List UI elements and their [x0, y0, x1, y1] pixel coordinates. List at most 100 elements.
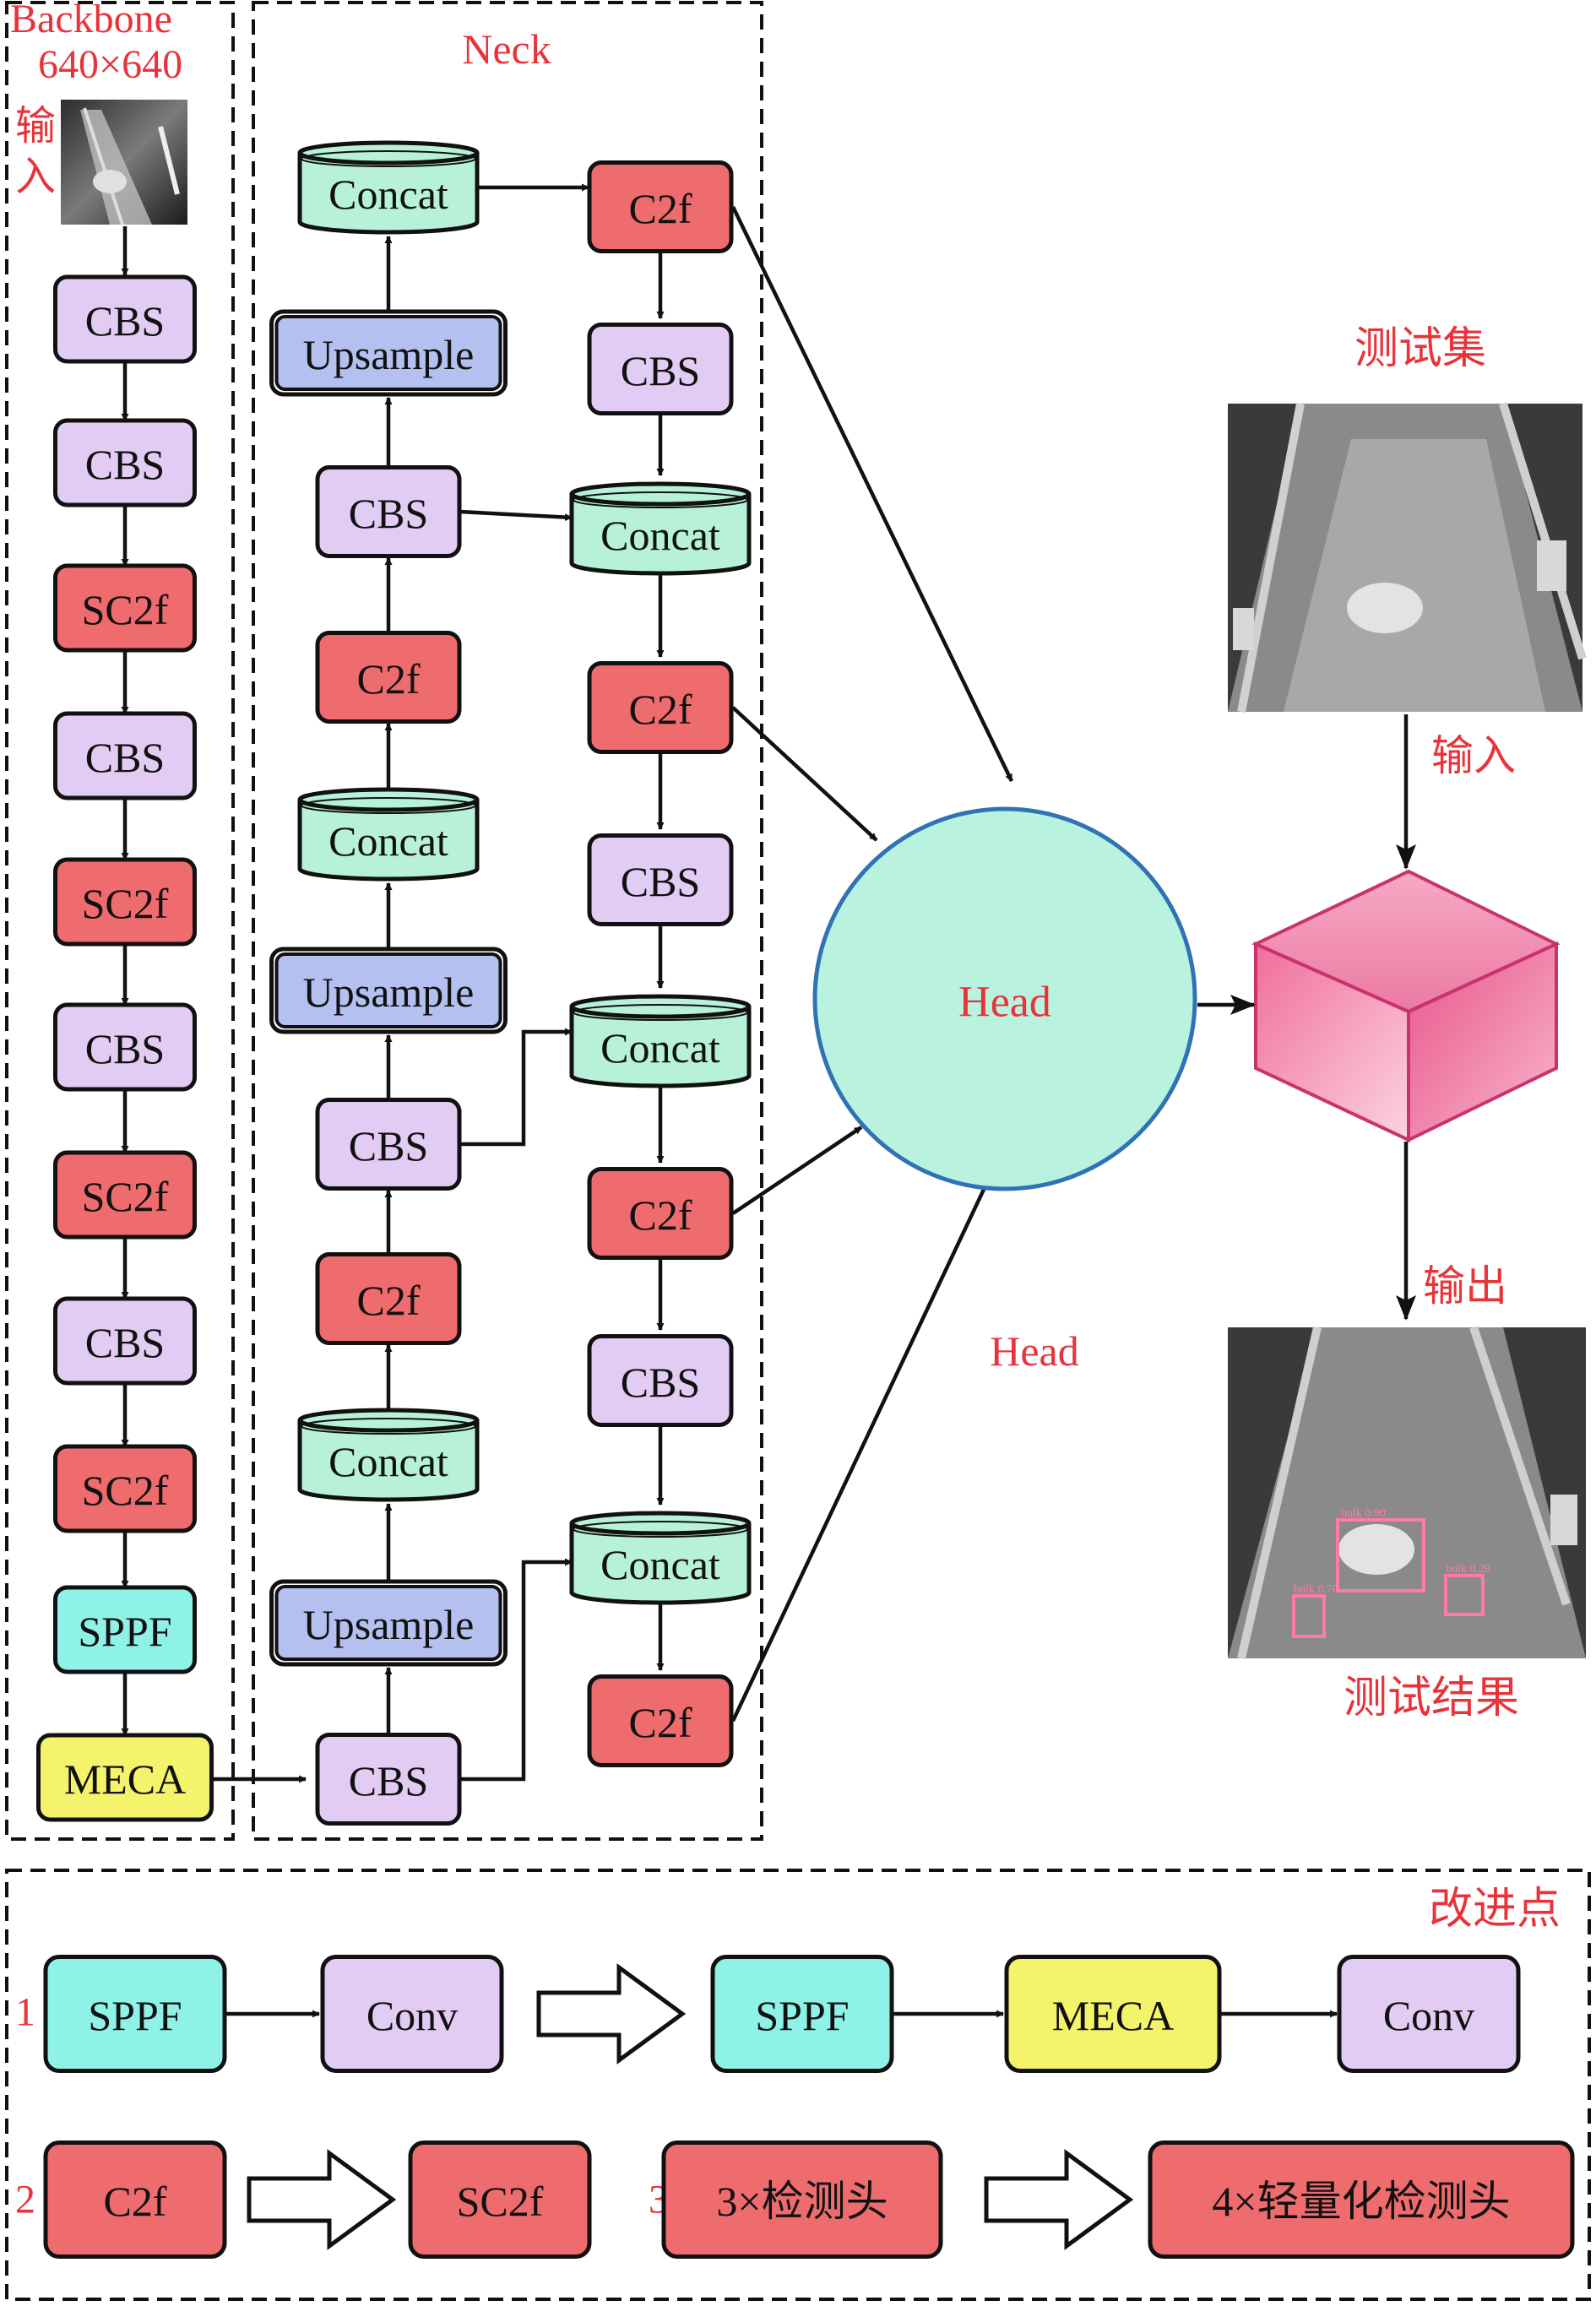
neck-col2-c2f: C2f: [587, 661, 734, 754]
node-label: MECA: [64, 1755, 186, 1803]
backbone-node-sc2f: SC2f: [53, 1444, 197, 1533]
neck-col2-cbs: CBS: [587, 1334, 734, 1427]
neck-col1-c2f: C2f: [315, 631, 462, 724]
test-result-label: 测试结果: [1344, 1674, 1519, 1723]
neck-col1-concat: Concat: [297, 787, 480, 882]
neck-col2-concat: Concat: [569, 481, 752, 576]
node-label: MECA: [1052, 1992, 1174, 2039]
node-label: C2f: [104, 2178, 167, 2225]
node-label: SC2f: [82, 586, 169, 633]
improvement-sppf-before: SPPF: [43, 1955, 227, 2073]
backbone-node-cbs: CBS: [53, 711, 197, 800]
input-label-2: 入: [15, 155, 56, 199]
backbone-node-meca: MECA: [36, 1733, 214, 1822]
to-head-arrow: [731, 706, 878, 842]
det-label-3: bulk 0.70: [1294, 1583, 1338, 1596]
input-thumbnail: [61, 100, 187, 225]
neck-col1-concat: Concat: [297, 1408, 480, 1502]
node-label: SC2f: [82, 1173, 169, 1220]
test-result-image: bulk 0.90 bulk 0.28 bulk 0.70: [1228, 1326, 1586, 1660]
improvement-conv-before: Conv: [320, 1955, 504, 2073]
neck-col1-cbs: CBS: [315, 1098, 462, 1191]
input-label-1: 输: [15, 104, 56, 149]
neck-col1-cbs: CBS: [315, 465, 462, 558]
det-label-2: bulk 0.28: [1446, 1563, 1490, 1576]
node-label: CBS: [621, 1359, 701, 1406]
backbone-node-sppf: SPPF: [53, 1585, 197, 1674]
node-label: Upsample: [303, 1601, 475, 1648]
node-label: CBS: [85, 1319, 166, 1366]
improvement-num-2: 2: [15, 2178, 35, 2222]
node-label: Concat: [600, 1024, 720, 1072]
neck-col2-concat: Concat: [569, 994, 752, 1088]
node-label: Upsample: [303, 969, 475, 1016]
input-size: 640×640: [38, 42, 182, 87]
node-label: SPPF: [88, 1992, 182, 2039]
backbone-node-cbs: CBS: [53, 1002, 197, 1092]
edges-layer: [121, 183, 1014, 1783]
head-circle-label: Head: [958, 979, 1051, 1027]
node-label: Conv: [1383, 1992, 1474, 2039]
transform-arrow-1: [536, 1963, 687, 2065]
node-label: Upsample: [303, 331, 475, 378]
neck-col2-cbs: CBS: [587, 323, 734, 415]
neck-col1-upsample: Upsample: [269, 309, 508, 397]
improvement-sc2f-after: SC2f: [408, 2141, 592, 2259]
head-circle: Head: [812, 806, 1197, 1191]
backbone-node-sc2f: SC2f: [53, 1150, 197, 1240]
improvement-conv-after: Conv: [1337, 1955, 1521, 2073]
neck-col1-c2f: C2f: [315, 1252, 462, 1345]
improvement-c2f-before: C2f: [43, 2141, 227, 2259]
neck-col1-cbs: CBS: [315, 1733, 462, 1826]
right-input-label: 输入: [1431, 732, 1516, 779]
neck-col2-cbs: CBS: [587, 833, 734, 926]
node-label: 4×轻量化检测头: [1212, 2178, 1510, 2225]
node-label: SC2f: [457, 2178, 544, 2225]
neck-frame: [252, 1, 763, 1841]
cbs-to-concat-arrow: [460, 1028, 573, 1147]
backbone-node-cbs: CBS: [53, 418, 197, 507]
node-label: Concat: [600, 512, 720, 559]
node-label: C2f: [629, 1191, 692, 1239]
node-label: C2f: [629, 1699, 692, 1746]
head-side-label: Head: [990, 1327, 1079, 1375]
backbone-node-sc2f: SC2f: [53, 563, 197, 653]
node-label: Concat: [328, 1438, 448, 1485]
node-label: SC2f: [82, 880, 169, 927]
node-label: CBS: [349, 1757, 429, 1804]
improvements-title: 改进点: [1429, 1885, 1561, 1934]
backbone-node-sc2f: SC2f: [53, 857, 197, 947]
det-label-1: bulk 0.90: [1341, 1507, 1386, 1520]
node-label: SC2f: [82, 1467, 169, 1514]
neck-nodes: ConcatUpsampleCBSC2fConcatUpsampleCBSC2f…: [269, 140, 752, 1826]
transform-arrow-2: [247, 2149, 397, 2250]
node-label: CBS: [621, 347, 701, 394]
node-label: C2f: [629, 185, 692, 232]
test-set-label: 测试集: [1354, 325, 1486, 373]
node-label: C2f: [629, 686, 692, 733]
neck-col2-c2f: C2f: [587, 160, 734, 253]
neck-col1-upsample: Upsample: [269, 947, 508, 1034]
backbone-node-cbs: CBS: [53, 274, 197, 364]
backbone-title: Backbone: [10, 0, 172, 41]
node-label: C2f: [357, 1277, 421, 1324]
backbone-frame: [5, 1, 235, 1841]
improvement-heads-after: 4×轻量化检测头: [1148, 2141, 1575, 2259]
node-label: Conv: [366, 1992, 458, 2039]
backbone-node-cbs: CBS: [53, 1296, 197, 1386]
node-label: SPPF: [755, 1992, 849, 2039]
node-label: C2f: [357, 655, 421, 703]
to-head-arrow: [730, 206, 1014, 782]
to-head-arrow: [730, 1180, 991, 1722]
node-label: CBS: [621, 858, 701, 905]
node-label: Concat: [328, 171, 448, 218]
node-label: Concat: [600, 1541, 720, 1588]
neck-col2-c2f: C2f: [587, 1674, 734, 1767]
neck-col1-concat: Concat: [297, 140, 480, 235]
node-label: CBS: [85, 734, 166, 781]
node-label: CBS: [85, 441, 166, 488]
neck-col2-c2f: C2f: [587, 1167, 734, 1260]
